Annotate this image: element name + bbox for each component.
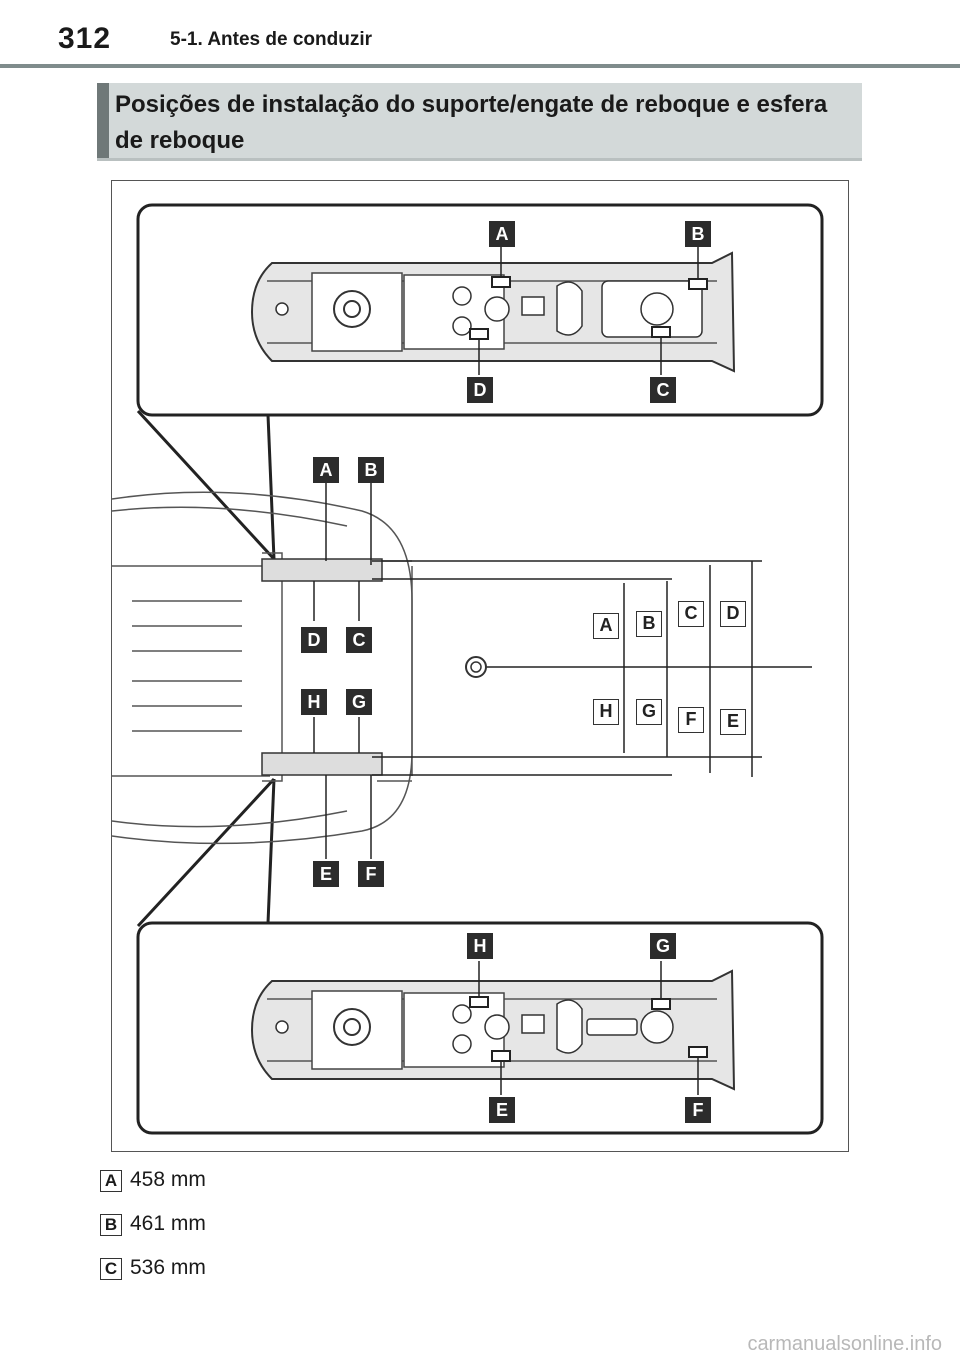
callout-vehicle-f: F bbox=[358, 861, 384, 887]
callout-vehicle-c: C bbox=[346, 627, 372, 653]
legend-value-b: 461 mm bbox=[130, 1212, 206, 1235]
callout-dim-c: C bbox=[678, 601, 704, 627]
chapter-title: 5-1. Antes de conduzir bbox=[170, 29, 372, 50]
callout-vehicle-d: D bbox=[301, 627, 327, 653]
header-rule bbox=[0, 64, 960, 68]
callout-top-a: A bbox=[489, 221, 515, 247]
callout-top-b: B bbox=[685, 221, 711, 247]
legend-value-a: 458 mm bbox=[130, 1168, 206, 1191]
callout-vehicle-g: G bbox=[346, 689, 372, 715]
callout-dim-a: A bbox=[593, 613, 619, 639]
legend-badge-b: B bbox=[100, 1214, 122, 1236]
section-title: Posições de instalação do suporte/engate… bbox=[115, 91, 828, 154]
callout-dim-d: D bbox=[720, 601, 746, 627]
tow-hitch-diagram: A B C D A B C D E F G H A B C D E F G H … bbox=[111, 180, 849, 1152]
callout-dim-f: F bbox=[678, 707, 704, 733]
page-header: 312 5-1. Antes de conduzir bbox=[0, 0, 960, 68]
diagram-svg bbox=[112, 203, 824, 1135]
section-accent-bar bbox=[97, 83, 109, 158]
callout-vehicle-e: E bbox=[313, 861, 339, 887]
callout-layer: A B C D A B C D E F G H A B C D E F G H … bbox=[112, 181, 850, 1153]
section-heading: Posições de instalação do suporte/engate… bbox=[97, 83, 862, 161]
callout-dim-b: B bbox=[636, 611, 662, 637]
callout-bottom-g: G bbox=[650, 933, 676, 959]
callout-vehicle-b: B bbox=[358, 457, 384, 483]
callout-vehicle-h: H bbox=[301, 689, 327, 715]
legend-badge-a: A bbox=[100, 1170, 122, 1192]
callout-vehicle-a: A bbox=[313, 457, 339, 483]
callout-bottom-e: E bbox=[489, 1097, 515, 1123]
callout-bottom-f: F bbox=[685, 1097, 711, 1123]
page-number: 312 bbox=[58, 22, 112, 55]
callout-dim-g: G bbox=[636, 699, 662, 725]
legend-value-c: 536 mm bbox=[130, 1256, 206, 1279]
callout-top-d: D bbox=[467, 377, 493, 403]
callout-top-c: C bbox=[650, 377, 676, 403]
callout-dim-e: E bbox=[720, 709, 746, 735]
legend-badge-c: C bbox=[100, 1258, 122, 1280]
callout-bottom-h: H bbox=[467, 933, 493, 959]
watermark: carmanualsonline.info bbox=[747, 1333, 942, 1355]
callout-dim-h: H bbox=[593, 699, 619, 725]
